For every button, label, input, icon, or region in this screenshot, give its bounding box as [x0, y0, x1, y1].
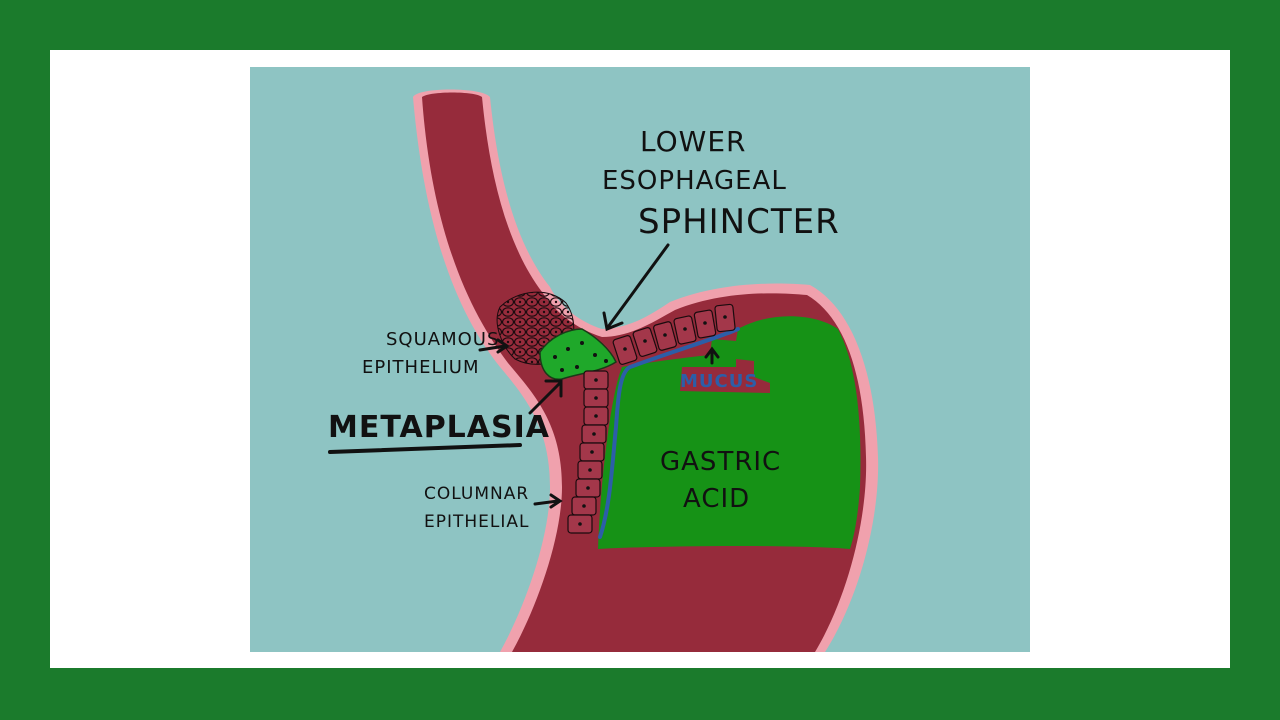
- gastric-acid-label-line1: GASTRIC: [660, 447, 781, 477]
- squamous-label-line2: EPITHELIUM: [362, 357, 479, 378]
- columnar-label-line1: COLUMNAR: [424, 484, 529, 504]
- les-label-line2: ESOPHAGEAL: [602, 166, 787, 196]
- white-frame: LOWER ESOPHAGEAL SPHINCTER SQUAMOUS EPIT…: [50, 50, 1230, 668]
- columnar-label-line2: EPITHELIAL: [424, 512, 530, 532]
- les-label-line3: SPHINCTER: [638, 202, 840, 242]
- stomach-esophagus-diagram: LOWER ESOPHAGEAL SPHINCTER SQUAMOUS EPIT…: [250, 67, 1030, 652]
- squamous-label-line1: SQUAMOUS: [386, 329, 499, 350]
- metaplasia-label: METAPLASIA: [328, 410, 550, 445]
- mucus-label: MUCUS: [680, 371, 758, 392]
- diagram-panel: LOWER ESOPHAGEAL SPHINCTER SQUAMOUS EPIT…: [250, 67, 1030, 652]
- gastric-acid-label-line2: ACID: [683, 484, 750, 514]
- metaplasia-underline: [330, 445, 520, 452]
- les-label-line1: LOWER: [640, 125, 746, 158]
